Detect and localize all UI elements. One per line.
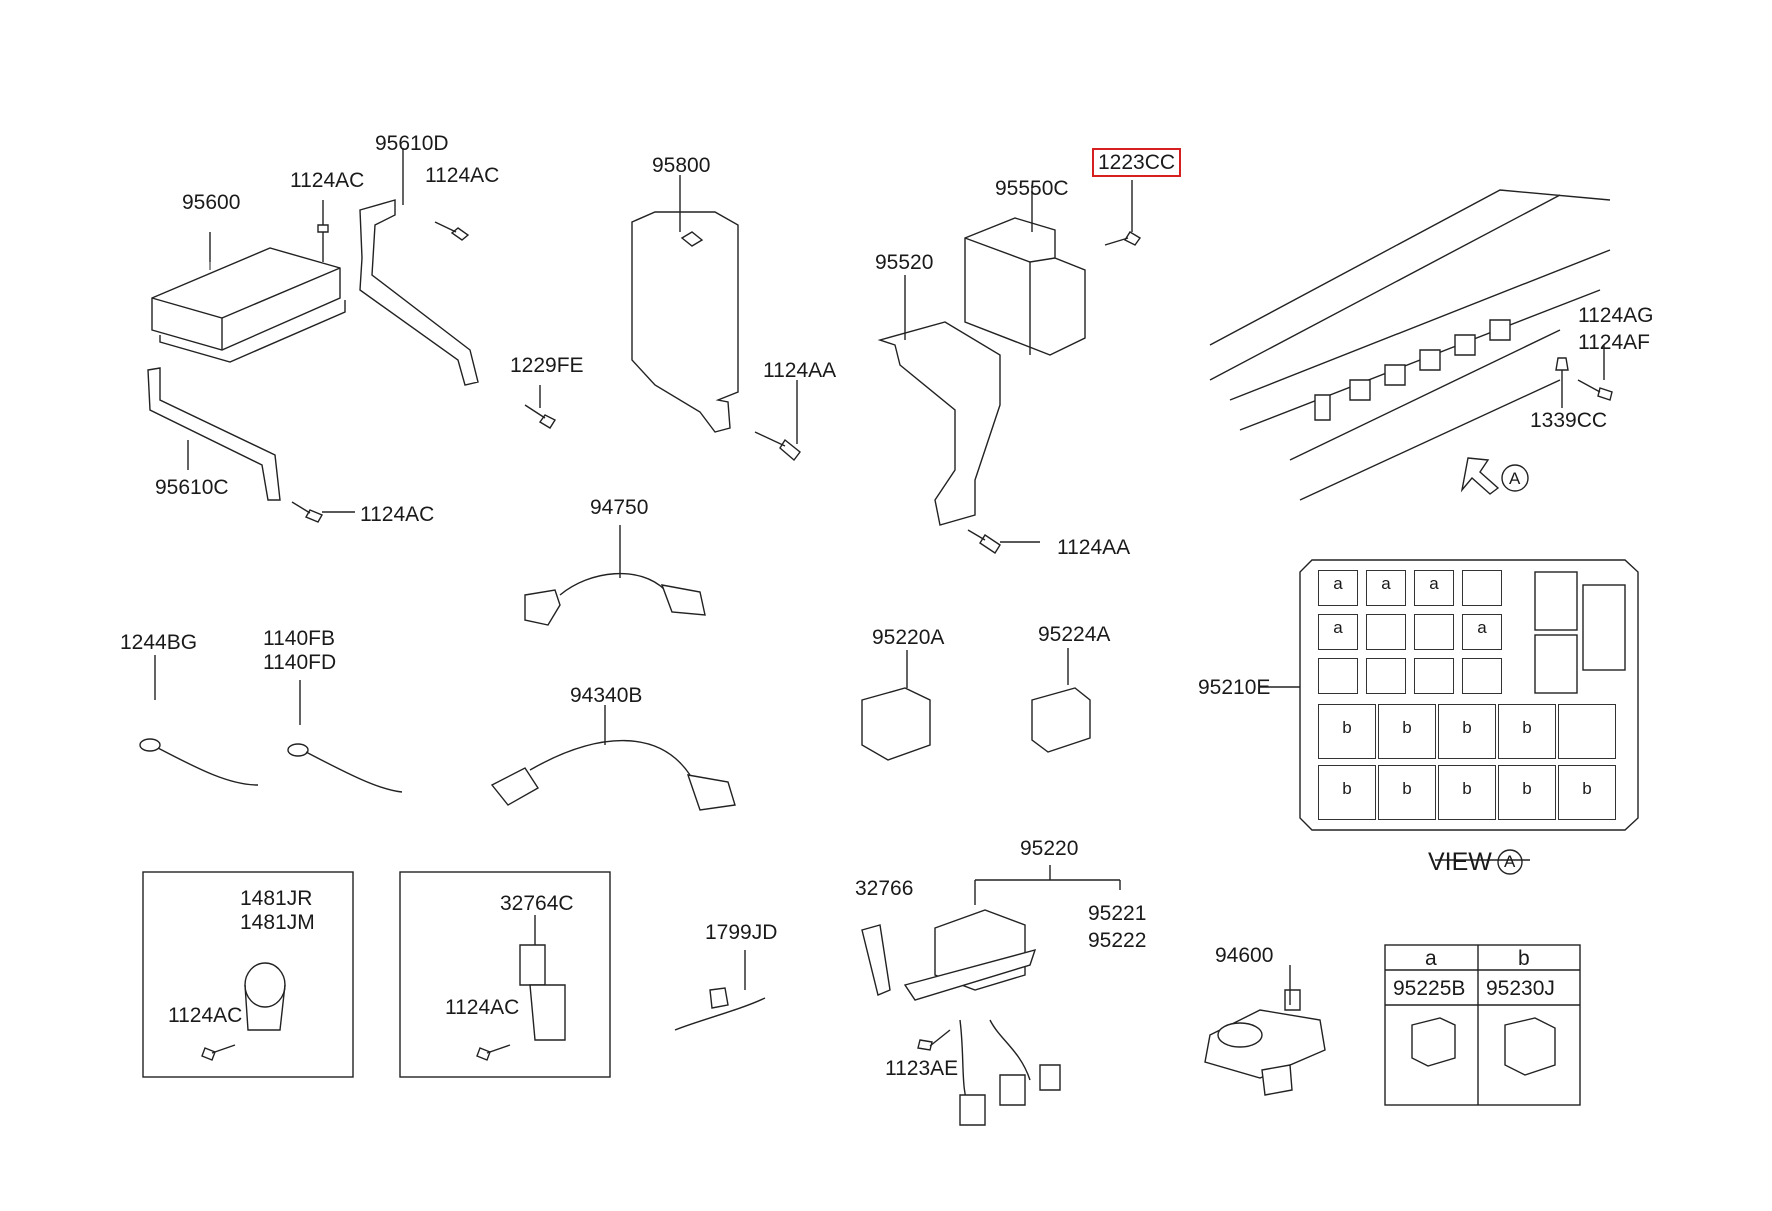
- label-1124AA-a: 1124AA: [763, 359, 837, 382]
- sensor-94340B: [490, 705, 736, 811]
- fuse-cell: a: [1366, 570, 1406, 606]
- label-95610C: 95610C: [155, 476, 229, 499]
- fuse-cell: b: [1498, 704, 1556, 759]
- fuse-box-view: [1260, 559, 1639, 875]
- legend-header-b: b: [1518, 947, 1530, 970]
- label-1124AC-c: 1124AC: [360, 503, 435, 526]
- label-95220: 95220: [1020, 837, 1079, 860]
- label-1124AC-e: 1124AC: [445, 996, 520, 1019]
- relay-box-assembly: [1209, 189, 1611, 501]
- bolts-group: [291, 180, 1613, 554]
- fuse-cell: [1414, 614, 1454, 650]
- fuse-cell: b: [1378, 765, 1436, 820]
- label-1124AC-b: 1124AC: [425, 164, 500, 187]
- fuse-cell: b: [1438, 704, 1496, 759]
- label-1140FD: 1140FD: [263, 651, 337, 674]
- fuse-cell: b: [1378, 704, 1436, 759]
- fuse-cell: [1366, 658, 1406, 694]
- label-1124AA-b: 1124AA: [1057, 536, 1131, 559]
- label-94340B: 94340B: [570, 684, 643, 707]
- label-95800: 95800: [652, 154, 711, 177]
- legend-value-a: 95225B: [1393, 977, 1466, 1000]
- label-1223CC: 1223CC: [1092, 148, 1182, 177]
- label-95224A: 95224A: [1038, 623, 1111, 646]
- fuse-cell: b: [1498, 765, 1556, 820]
- group-box-1481JR: [142, 871, 354, 1078]
- label-view-a-circle: A: [1504, 852, 1516, 871]
- bracket-95520: [877, 275, 1001, 526]
- clip-1481JR: [201, 962, 286, 1061]
- fuse-cell: [1462, 570, 1502, 606]
- relay-95220A: [861, 650, 931, 761]
- label-1244BG: 1244BG: [120, 631, 198, 654]
- label-1339CC: 1339CC: [1530, 409, 1608, 432]
- label-32764C: 32764C: [500, 892, 574, 915]
- cover-95800: [631, 175, 739, 433]
- relay-harness-95220: [861, 865, 1121, 1126]
- legend-header-a: a: [1425, 947, 1437, 970]
- fuse-cell: b: [1318, 765, 1376, 820]
- fuse-cell: [1366, 614, 1406, 650]
- fuse-cell: [1318, 658, 1358, 694]
- fuse-cell: a: [1318, 614, 1358, 650]
- plate-32764C: [476, 915, 566, 1061]
- label-1229FE: 1229FE: [510, 354, 584, 377]
- fuse-cell: a: [1462, 614, 1502, 650]
- label-95220A: 95220A: [872, 626, 945, 649]
- module-95550C: [964, 185, 1086, 356]
- label-95610D: 95610D: [375, 132, 449, 155]
- fuse-cell: [1462, 658, 1502, 694]
- label-view-a: VIEW: [1428, 848, 1492, 876]
- label-1799JD: 1799JD: [705, 921, 778, 944]
- label-95600: 95600: [182, 191, 241, 214]
- label-94750: 94750: [590, 496, 649, 519]
- label-1124AF: 1124AF: [1578, 331, 1650, 354]
- label-95222: 95222: [1088, 929, 1147, 952]
- label-1123AE: 1123AE: [885, 1057, 959, 1080]
- bracket-95610C: [147, 367, 281, 501]
- label-95550C: 95550C: [995, 177, 1069, 200]
- legend-table: [1384, 944, 1581, 1106]
- cable-tie-1799JD: [674, 950, 766, 1031]
- label-95210E: 95210E: [1198, 676, 1271, 699]
- label-95520: 95520: [875, 251, 934, 274]
- fuse-cell: a: [1318, 570, 1358, 606]
- label-94600: 94600: [1215, 944, 1274, 967]
- label-1124AG: 1124AG: [1578, 304, 1654, 327]
- fuse-box-grid: a a a a a b b b b b b b b b: [1318, 570, 1616, 820]
- fuse-cell: [1558, 704, 1616, 759]
- label-arrow-circle: A: [1509, 469, 1521, 488]
- label-1481JR: 1481JR: [240, 887, 313, 910]
- fuse-cell: b: [1558, 765, 1616, 820]
- ground-cables: [139, 655, 403, 793]
- label-1124AC-a: 1124AC: [290, 169, 365, 192]
- switch-94600: [1204, 965, 1326, 1096]
- label-1140FB: 1140FB: [263, 627, 335, 650]
- ecu-module-95600: [151, 232, 346, 363]
- fuse-cell: a: [1414, 570, 1454, 606]
- label-1481JM: 1481JM: [240, 911, 315, 934]
- label-1124AC-d: 1124AC: [168, 1004, 243, 1027]
- relay-95224A: [1031, 648, 1091, 753]
- fuse-cell: b: [1438, 765, 1496, 820]
- fuse-cell: b: [1318, 704, 1376, 759]
- bracket-95610D: [359, 148, 479, 386]
- sensor-94750: [524, 525, 706, 626]
- label-95221: 95221: [1088, 902, 1147, 925]
- legend-value-b: 95230J: [1486, 977, 1555, 1000]
- label-32766: 32766: [855, 877, 914, 900]
- fuse-cell: [1414, 658, 1454, 694]
- group-box-32764C: [399, 871, 611, 1078]
